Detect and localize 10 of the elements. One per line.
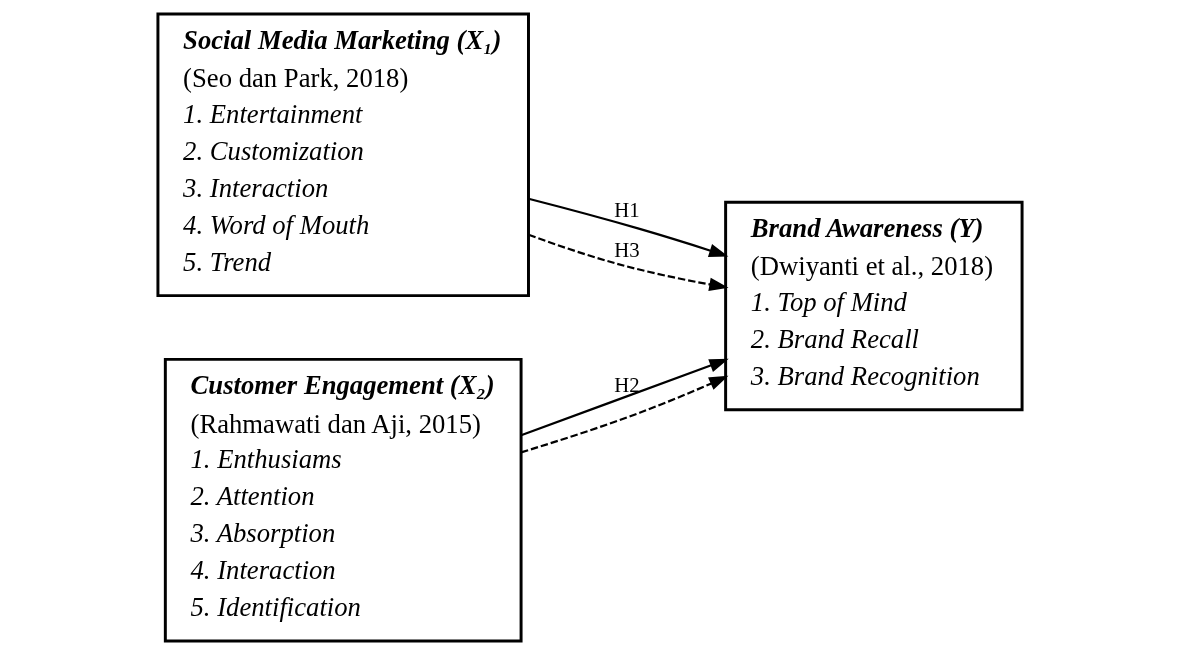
node-box: Social Media Marketing (X₁) (Seo dan Park, 2018) 1. Entertainment 2. Customization 3. Interaction 4. Word of Mouth 5. Trend [155, 12, 530, 298]
edge-label: H1 [613, 199, 640, 222]
arrow [527, 233, 728, 291]
arrow [520, 358, 729, 437]
node-box: Brand Awareness (Y) (Dwiyanti et al., 2018) 1. Top of Mind 2. Brand Recall 3. Brand Recognition [723, 200, 1024, 412]
arrow [527, 197, 728, 257]
node-box: Customer Engagement (X₂) (Rahmawati dan Aji, 2015) 1. Enthusiams 2. Attention 3. Absorption 4. Interaction 5. Identification [163, 357, 523, 643]
edge-label: H2 [613, 374, 640, 397]
edge-label: H3 [613, 239, 640, 262]
arrow [520, 375, 728, 454]
